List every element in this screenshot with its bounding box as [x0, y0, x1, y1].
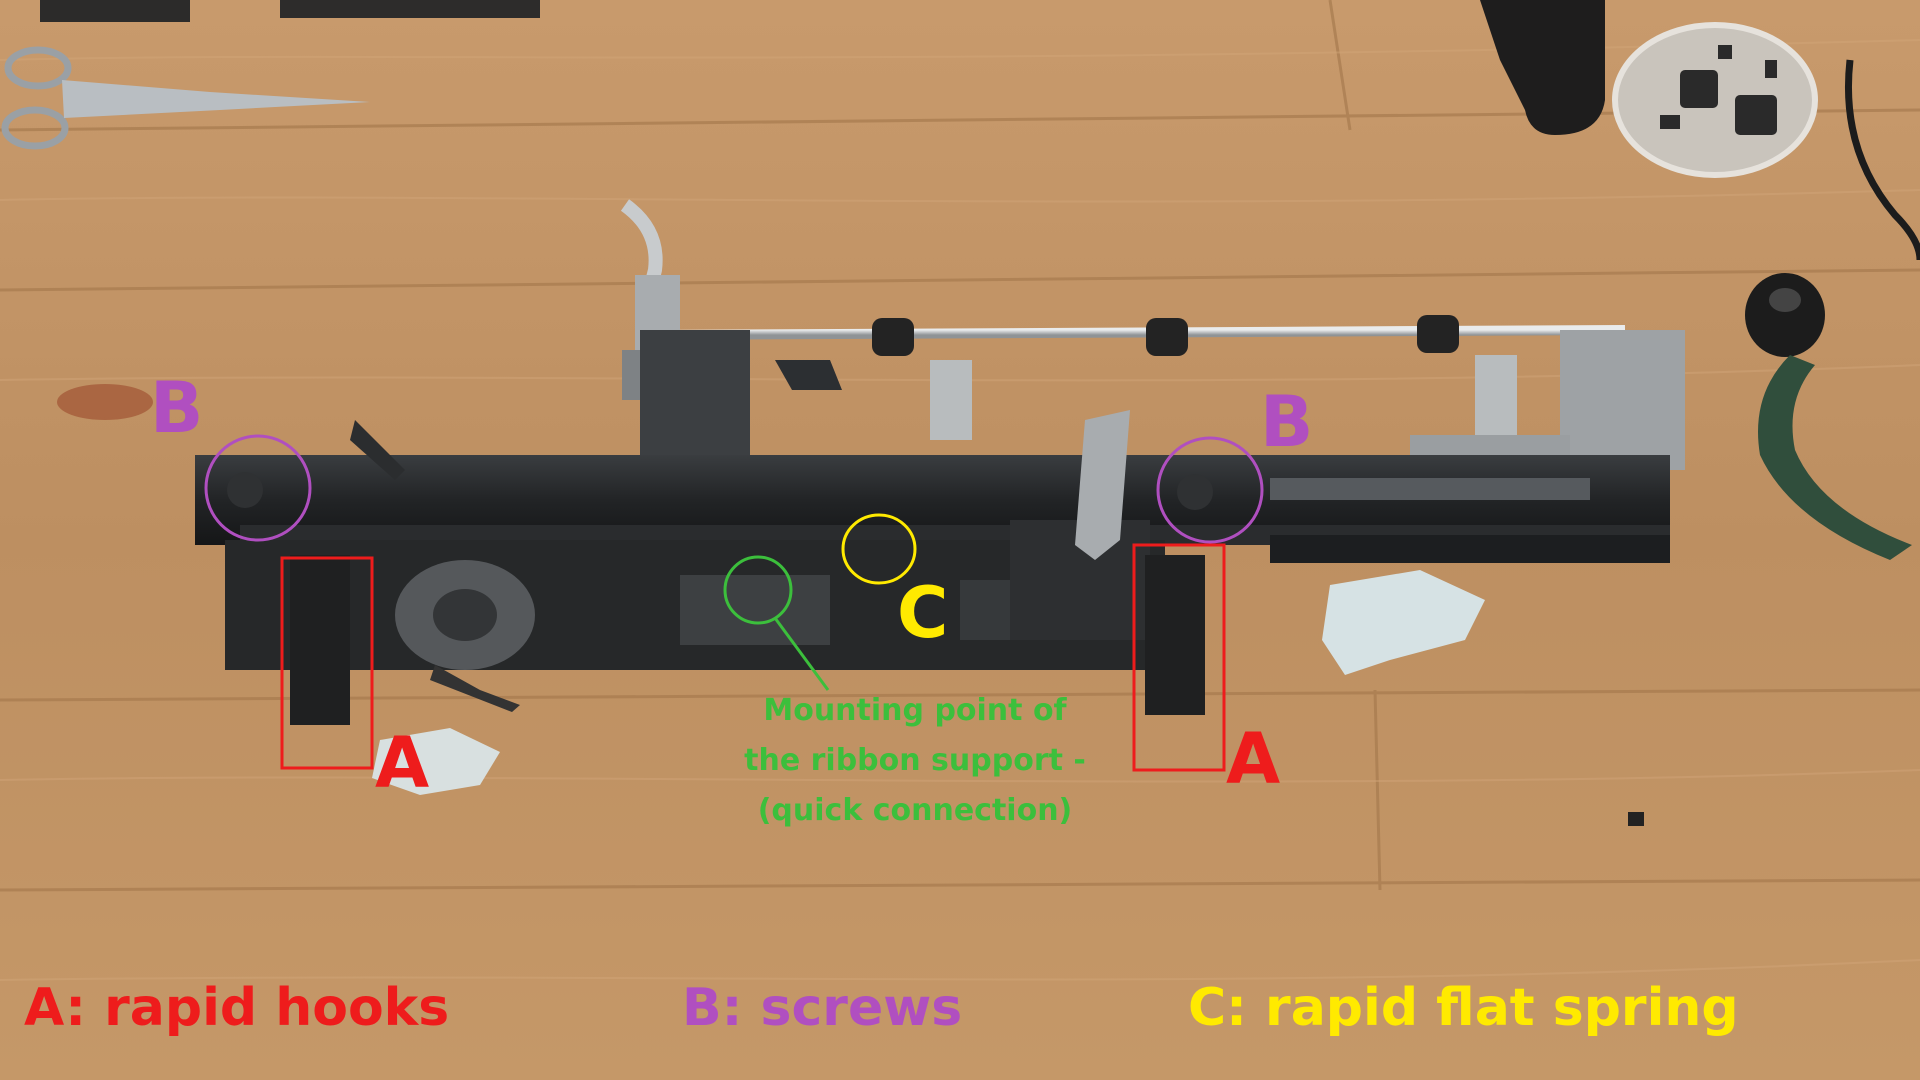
green-strap: [1758, 355, 1912, 560]
small-parts: [1660, 45, 1777, 135]
annotation-shapes: [204, 434, 1264, 772]
stain-spot: [57, 384, 153, 420]
note-line-3: (quick connection): [757, 793, 1073, 828]
paint-chip-left: [372, 728, 500, 795]
legend-c: C: rapid flat spring: [1188, 978, 1739, 1038]
mounting-point-note: Mounting point of the ribbon support - (…: [725, 686, 1105, 836]
legend-a: A: rapid hooks: [24, 978, 450, 1038]
marker-a-right-box: [1132, 543, 1226, 772]
note-line-2: the ribbon support -: [744, 743, 1086, 778]
marker-b-right: B: [1260, 381, 1314, 463]
mounting-point-circle: [723, 555, 793, 625]
legend-b: B: screws: [682, 978, 963, 1038]
black-cable: [1844, 59, 1920, 261]
note-line-1: Mounting point of: [763, 693, 1067, 728]
scissors: [1, 46, 370, 150]
marker-a-left-box: [280, 556, 374, 770]
screw-on-table: [1628, 812, 1644, 826]
marker-b-left: B: [150, 367, 204, 449]
mounting-point-pointer: [773, 617, 830, 691]
marker-b-right-circle: [1156, 436, 1264, 544]
marker-a-left: A: [375, 722, 430, 804]
black-tray: [280, 0, 540, 18]
marker-c-circle: [841, 513, 917, 585]
marker-a-right: A: [1226, 718, 1281, 800]
black-pad: [40, 0, 190, 22]
rubber-bumper: [1745, 273, 1825, 357]
marker-b-left-circle: [204, 434, 312, 542]
marker-c: C: [897, 572, 949, 654]
rubber-roller: [1480, 0, 1605, 135]
typewriter-carriage: [195, 199, 1685, 725]
paint-chip-right: [1322, 570, 1485, 675]
